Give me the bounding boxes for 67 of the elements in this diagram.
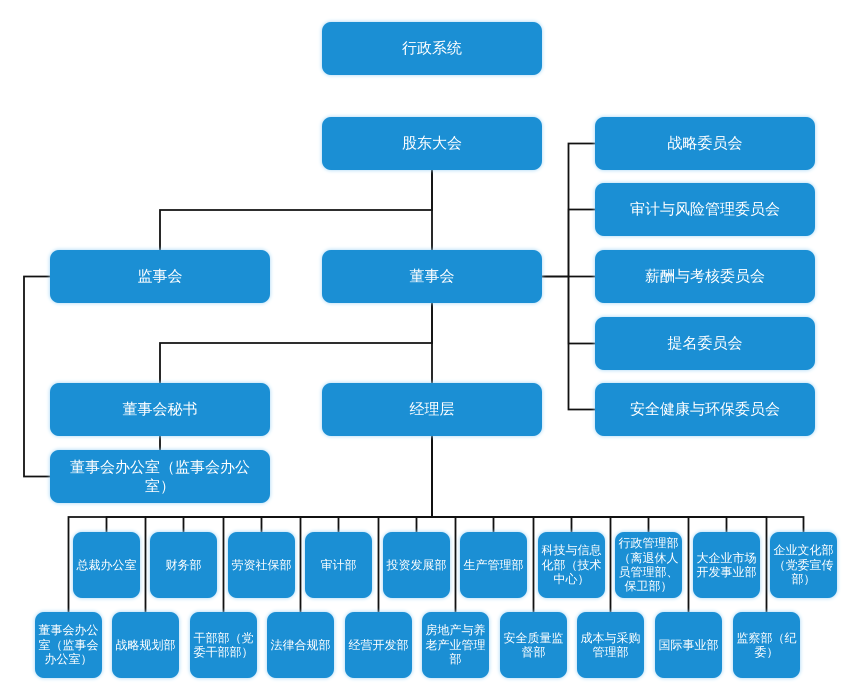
box-label: 安全健康与环保委员会 — [630, 400, 780, 419]
department-box — [383, 532, 450, 598]
department-box — [267, 612, 334, 678]
box-label: 干部部（党委干部部） — [193, 630, 254, 660]
box-label: 监察部（纪委） — [736, 630, 797, 660]
box-label: 法律合规部 — [270, 638, 330, 652]
box-label: 董事会办公室（监事会办公室） — [38, 623, 99, 667]
box-label: 监事会 — [138, 267, 182, 286]
department-box — [538, 532, 605, 598]
connector-line — [431, 303, 433, 383]
box-label: 经营开发部 — [348, 638, 408, 652]
box-label: 总裁办公室 — [76, 558, 136, 572]
box-label: 行政管理部（离退休人员管理部、保卫部） — [618, 536, 679, 594]
box-label: 战略委员会 — [668, 134, 742, 153]
box-label: 生产管理部 — [464, 558, 524, 572]
committee-box — [595, 317, 815, 370]
box-label: 房地产与养老产业管理部 — [425, 623, 486, 667]
department-box — [35, 612, 102, 678]
box-label: 提名委员会 — [668, 334, 742, 353]
secretary-box — [50, 383, 270, 436]
office-box — [50, 450, 270, 503]
department-box — [345, 612, 412, 678]
system-box — [322, 22, 542, 75]
box-label: 行政系统 — [402, 39, 462, 58]
department-box — [190, 612, 257, 678]
box-label: 大企业市场开发事业部 — [696, 550, 757, 580]
department-box — [460, 532, 527, 598]
box-label: 科技与信息化部（技术中心） — [541, 543, 602, 587]
department-box — [693, 532, 760, 598]
committee-box — [595, 383, 815, 436]
connector-line — [431, 170, 433, 250]
box-label: 投资发展部 — [386, 558, 446, 572]
department-box — [150, 532, 217, 598]
department-box — [228, 532, 295, 598]
box-label: 经理层 — [410, 400, 454, 419]
box-label: 审计部 — [320, 558, 356, 572]
department-box — [422, 612, 489, 678]
department-box — [577, 612, 644, 678]
committee-box — [595, 250, 815, 303]
box-label: 财务部 — [166, 558, 202, 572]
committee-box — [595, 117, 815, 170]
connector-line — [23, 276, 50, 478]
board-box — [322, 250, 542, 303]
box-label: 董事会办公室（监事会办公室） — [69, 458, 251, 496]
board-box — [50, 250, 270, 303]
department-box — [500, 612, 567, 678]
box-label: 战略规划部 — [116, 638, 176, 652]
department-box — [73, 532, 140, 598]
box-label: 董事会 — [410, 267, 454, 286]
box-label: 董事会秘书 — [122, 400, 198, 419]
department-box — [655, 612, 722, 678]
box-label: 企业文化部（党委宣传部） — [773, 543, 834, 587]
box-label: 审计与风险管理委员会 — [630, 200, 780, 219]
management-box — [322, 383, 542, 436]
box-label: 成本与采购管理部 — [580, 630, 641, 660]
department-box — [770, 532, 837, 598]
department-box — [305, 532, 372, 598]
department-box — [112, 612, 179, 678]
box-label: 薪酬与考核委员会 — [645, 267, 765, 286]
box-label: 股东大会 — [402, 134, 462, 153]
department-box — [733, 612, 800, 678]
box-label: 劳资社保部 — [232, 558, 292, 572]
box-label: 国际事业部 — [658, 638, 718, 652]
box-label: 安全质量监督部 — [503, 630, 564, 660]
committee-box — [595, 183, 815, 236]
assembly-box — [322, 117, 542, 170]
connector-line — [159, 436, 161, 450]
